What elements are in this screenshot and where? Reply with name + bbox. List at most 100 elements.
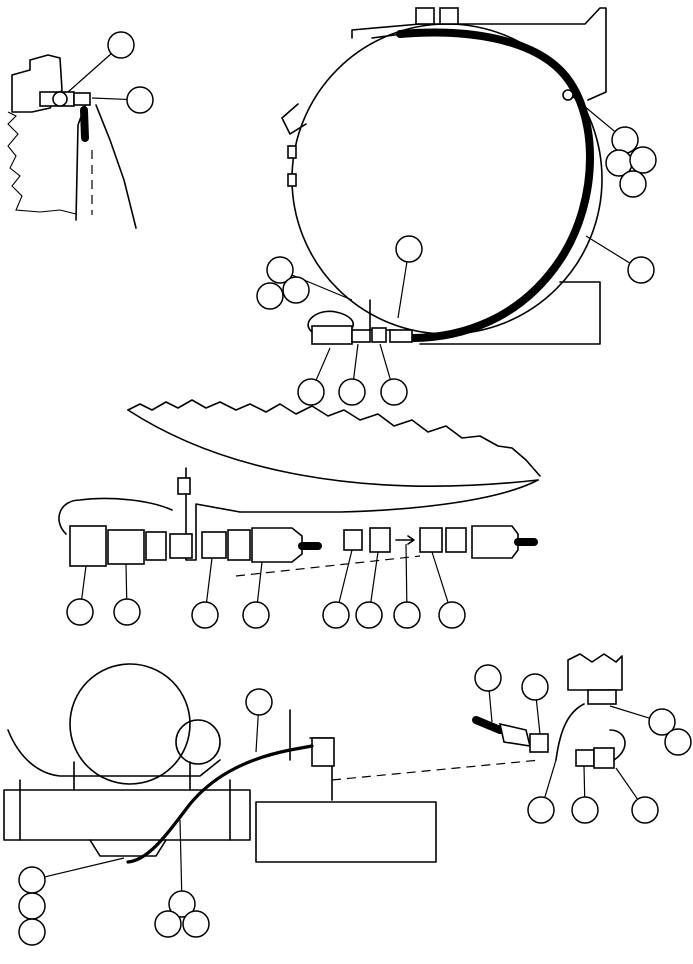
side-lug-b bbox=[287, 173, 297, 187]
callout-balloon bbox=[393, 601, 421, 629]
callout-balloon bbox=[648, 708, 676, 736]
callout-balloon bbox=[322, 601, 350, 629]
callout-balloon bbox=[113, 598, 141, 626]
callout-balloon bbox=[245, 688, 273, 716]
swivel-b bbox=[445, 527, 467, 553]
hose-end-c bbox=[498, 722, 532, 747]
callout-leader-line bbox=[535, 699, 541, 735]
callout-balloon bbox=[521, 673, 549, 701]
hose-right-edge bbox=[95, 104, 137, 229]
callout-balloon bbox=[242, 601, 270, 629]
plug bbox=[343, 529, 363, 551]
tank-support bbox=[419, 281, 601, 345]
bracket-arm bbox=[555, 703, 585, 761]
callout-leader-line bbox=[405, 543, 408, 603]
cap-chain-c bbox=[609, 729, 626, 761]
callout-balloon bbox=[338, 378, 366, 406]
callout-balloon bbox=[438, 601, 466, 629]
tank-fragment bbox=[567, 653, 623, 691]
callout-leader-line bbox=[256, 561, 263, 603]
callout-leader-line bbox=[585, 235, 631, 264]
top-fitting-a bbox=[415, 7, 435, 25]
callout-balloon bbox=[191, 601, 219, 629]
callout-leader-line bbox=[44, 857, 125, 878]
callout-balloon bbox=[380, 378, 408, 406]
elbow-fitting bbox=[73, 92, 91, 106]
nipple-b bbox=[369, 527, 391, 553]
callout-balloon bbox=[527, 796, 555, 824]
callout-leader-line bbox=[370, 551, 379, 603]
adapter-fitting bbox=[201, 531, 227, 559]
callout-leader-line bbox=[571, 95, 616, 133]
callout-leader-line bbox=[615, 767, 639, 800]
callout-leader-line bbox=[431, 551, 449, 603]
hose-end bbox=[389, 329, 413, 343]
callout-balloon bbox=[266, 256, 294, 284]
hose-end-fitting bbox=[251, 527, 303, 563]
callout-leader-line bbox=[81, 565, 87, 600]
tank-hose bbox=[396, 28, 594, 342]
callout-balloon bbox=[18, 918, 46, 946]
dust-cap-c bbox=[593, 747, 615, 769]
tank-bottom-curve bbox=[127, 409, 539, 487]
connector-detail-bottom-right bbox=[472, 653, 692, 824]
coupler-nut bbox=[145, 531, 167, 561]
hose-end-b bbox=[471, 525, 519, 559]
valve-knob bbox=[52, 91, 68, 107]
callout-group-connector-middle bbox=[66, 543, 466, 629]
callout-leader-line bbox=[488, 690, 493, 723]
bolt-head bbox=[177, 477, 191, 495]
callout-leader-line bbox=[315, 347, 331, 381]
quick-coupler bbox=[311, 325, 353, 345]
side-lug-a bbox=[287, 145, 297, 159]
hose-stub-c bbox=[472, 716, 504, 734]
callout-group-top-left bbox=[67, 31, 154, 114]
callout-balloon bbox=[571, 796, 599, 824]
callout-group-routing bbox=[18, 688, 273, 946]
nipple bbox=[351, 329, 371, 343]
callout-leader-line bbox=[91, 97, 128, 101]
cap-chain bbox=[58, 497, 173, 535]
callout-balloon bbox=[282, 276, 310, 304]
callout-balloon bbox=[631, 796, 659, 824]
callout-leader-line bbox=[379, 343, 391, 380]
mounting-bracket bbox=[11, 54, 63, 113]
callout-balloon bbox=[256, 282, 284, 310]
vertical-coupler bbox=[311, 737, 335, 767]
frame-ends bbox=[19, 779, 231, 841]
component-box bbox=[255, 801, 437, 863]
callout-leader-line bbox=[397, 261, 408, 319]
alignment-line bbox=[235, 555, 421, 577]
reference-line bbox=[331, 759, 541, 781]
small-pulley bbox=[175, 719, 221, 765]
side-valve bbox=[281, 103, 307, 135]
callout-leader-line bbox=[125, 563, 128, 600]
nipple-c bbox=[529, 733, 549, 753]
callout-balloon bbox=[182, 910, 210, 938]
callout-group-connector-bottom-right bbox=[474, 664, 692, 824]
hex-adapter bbox=[227, 529, 251, 561]
callout-balloon bbox=[355, 601, 383, 629]
callout-leader-line bbox=[67, 53, 112, 93]
hose-end-top bbox=[371, 33, 403, 39]
callout-leader-line bbox=[205, 557, 213, 603]
coupler-body bbox=[107, 529, 145, 565]
pump-base bbox=[89, 839, 167, 857]
callout-balloon bbox=[629, 146, 657, 174]
detail-view-top-left bbox=[7, 31, 154, 229]
callout-balloon bbox=[664, 728, 692, 756]
callout-group-tank-view bbox=[256, 95, 657, 406]
callout-balloon bbox=[627, 256, 655, 284]
callout-leader-line bbox=[255, 714, 259, 753]
frame-curve bbox=[7, 729, 221, 777]
frame-supports bbox=[73, 761, 191, 791]
dust-cap-chain bbox=[307, 310, 354, 333]
connector-detail-middle bbox=[58, 399, 541, 629]
tank-port bbox=[587, 689, 617, 705]
callout-balloon bbox=[611, 126, 639, 154]
hose-section-top-left bbox=[80, 106, 89, 142]
torn-edge-left bbox=[7, 111, 77, 215]
adapter bbox=[371, 327, 387, 343]
